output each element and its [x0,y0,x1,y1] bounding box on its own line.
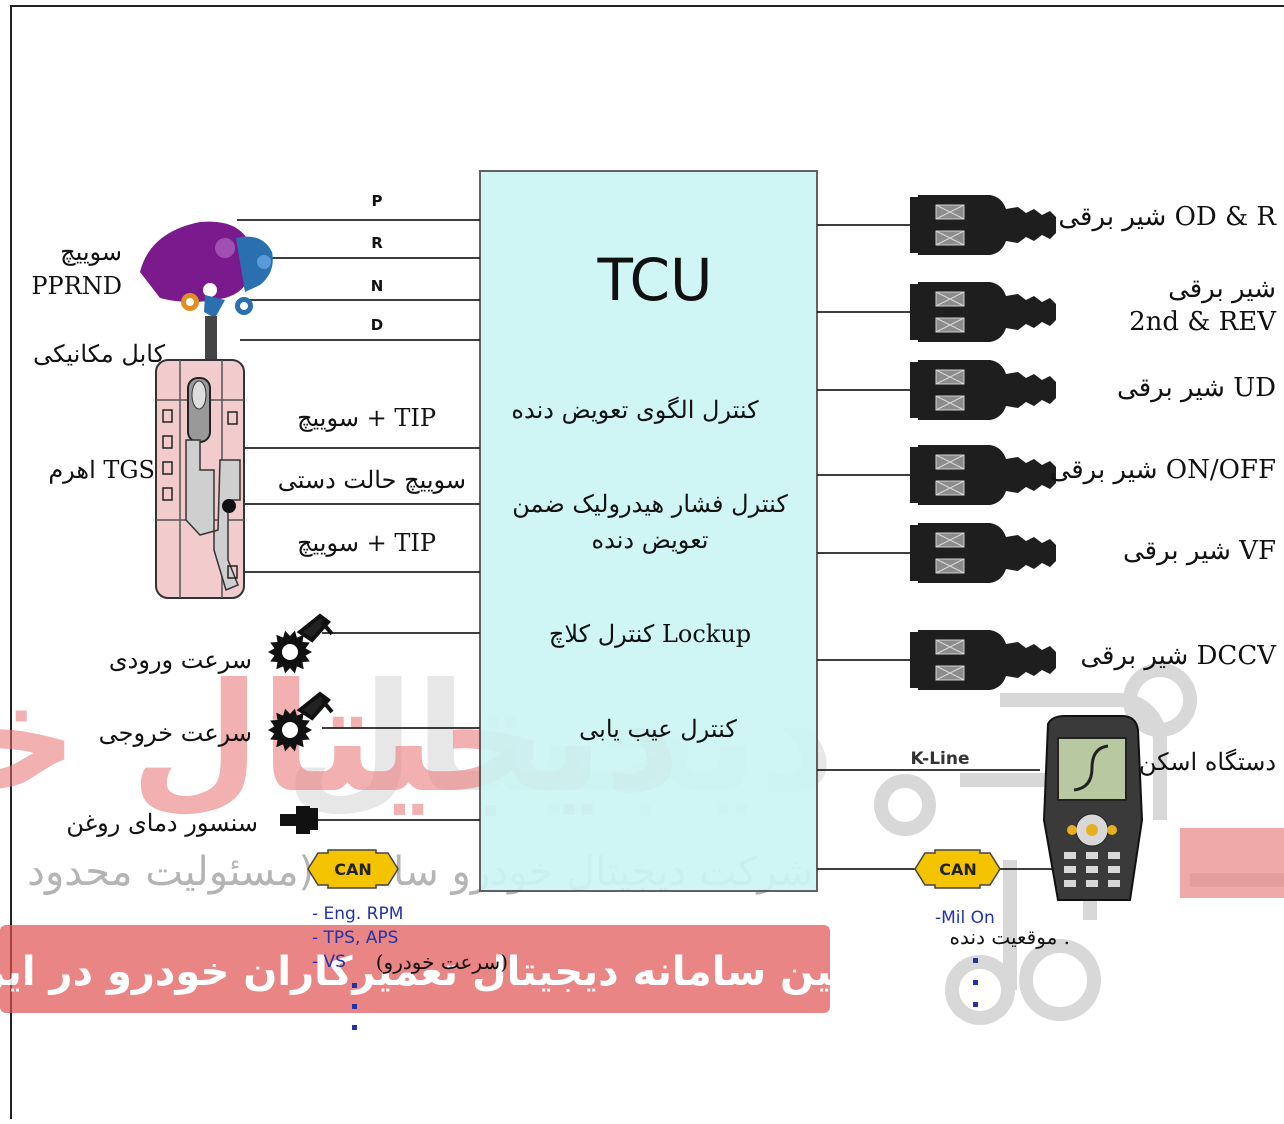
selector-label-1: سوییچ [60,238,122,266]
switch-line-r: R [371,234,383,252]
oil-temp-label: سنسور دمای روغن [66,809,258,837]
solenoid-valve-icon [910,360,1056,420]
watermark-slogan-band [0,925,830,1013]
solenoid-valve-icon [910,282,1056,342]
speed-sensor-gear-icon [268,691,334,752]
outer-frame [10,5,1284,1124]
solenoid-valve-icon [910,523,1056,583]
speed-sensor-gear-icon [268,613,334,674]
tcu-function-lockup: کنترل کلاچ Lockup [549,620,751,648]
solenoid-label-dccv: شیر برقی DCCV [1080,641,1277,671]
switch-line-d: D [371,316,383,334]
can-left-continuation-dots [352,983,357,1030]
kline-label: K-Line [910,749,969,769]
can-left-item-tps: - TPS, APS [312,928,398,948]
can-connector-icon-right [914,849,1001,889]
solenoid-label-2nd-1: شیر برقی [1168,274,1276,304]
oil-temp-sensor-icon [280,806,318,834]
solenoid-label-odr: شیر برقی OD & R [1058,202,1277,232]
ppr-nd-selector-icon [140,221,273,364]
left-wires [237,219,480,821]
tip-top-label: سوییچ + TIP [297,404,436,432]
can-left-item-vs: - VS [312,952,346,972]
tcu-function-hydraulic-1: کنترل فشار هیدرولیک ضمن [512,490,788,518]
solenoid-valve-icon [910,630,1056,690]
can-right-item-mil: -Mil On [935,908,995,928]
can-right-continuation-dots [973,958,978,1007]
watermark-slogan: اولین سامانه دیجیتال تعمیرکاران خودرو در… [0,949,886,995]
can-connector-icon-left [307,849,399,889]
tgs-label: اهرم TGS [48,456,155,484]
cable-label: کابل مکانیکی [33,340,165,368]
tcu-function-diagnosis: کنترل عیب یابی [579,715,737,743]
selector-label-2: PPRND [31,272,122,300]
tcu-title: TCU [597,246,713,314]
solenoid-label-onoff: شیر برقی ON/OFF [1050,455,1276,485]
manual-label: سوییچ حالت دستی [278,466,466,494]
solenoid-label-ud: شیر برقی UD [1117,373,1276,403]
switch-line-p: P [372,192,383,210]
tcu-box [479,170,818,892]
can-left-vs-note: (سرعت خودرو) [376,950,508,974]
input-speed-label: سرعت ورودی [109,646,252,674]
output-speed-label: سرعت خروجی [99,719,252,747]
solenoid-label-vf: شیر برقی VF [1123,536,1276,566]
can-right-label: CAN [939,860,977,879]
can-right-gear-note: موقعیت دنده . [950,925,1070,949]
can-left-label: CAN [334,860,372,879]
solenoid-valve-icon [910,445,1056,505]
scan-tool-icon [1042,715,1144,901]
solenoid-valve-icon [910,195,1056,255]
scanner-label: دستگاه اسکن [1139,748,1276,776]
can-left-item-rpm: - Eng. RPM [312,904,403,924]
switch-line-n: N [371,277,384,295]
watermark-red-block [1180,828,1284,898]
solenoid-label-2nd-2: 2nd & REV [1129,307,1277,337]
right-wires [817,224,1058,870]
tgs-lever-icon [155,359,245,599]
tcu-function-shift-pattern: کنترل الگوی تعویض دنده [511,396,759,424]
tcu-function-hydraulic-2: تعویض دنده [592,526,709,554]
tip-bottom-label: سوییچ + TIP [297,529,436,557]
